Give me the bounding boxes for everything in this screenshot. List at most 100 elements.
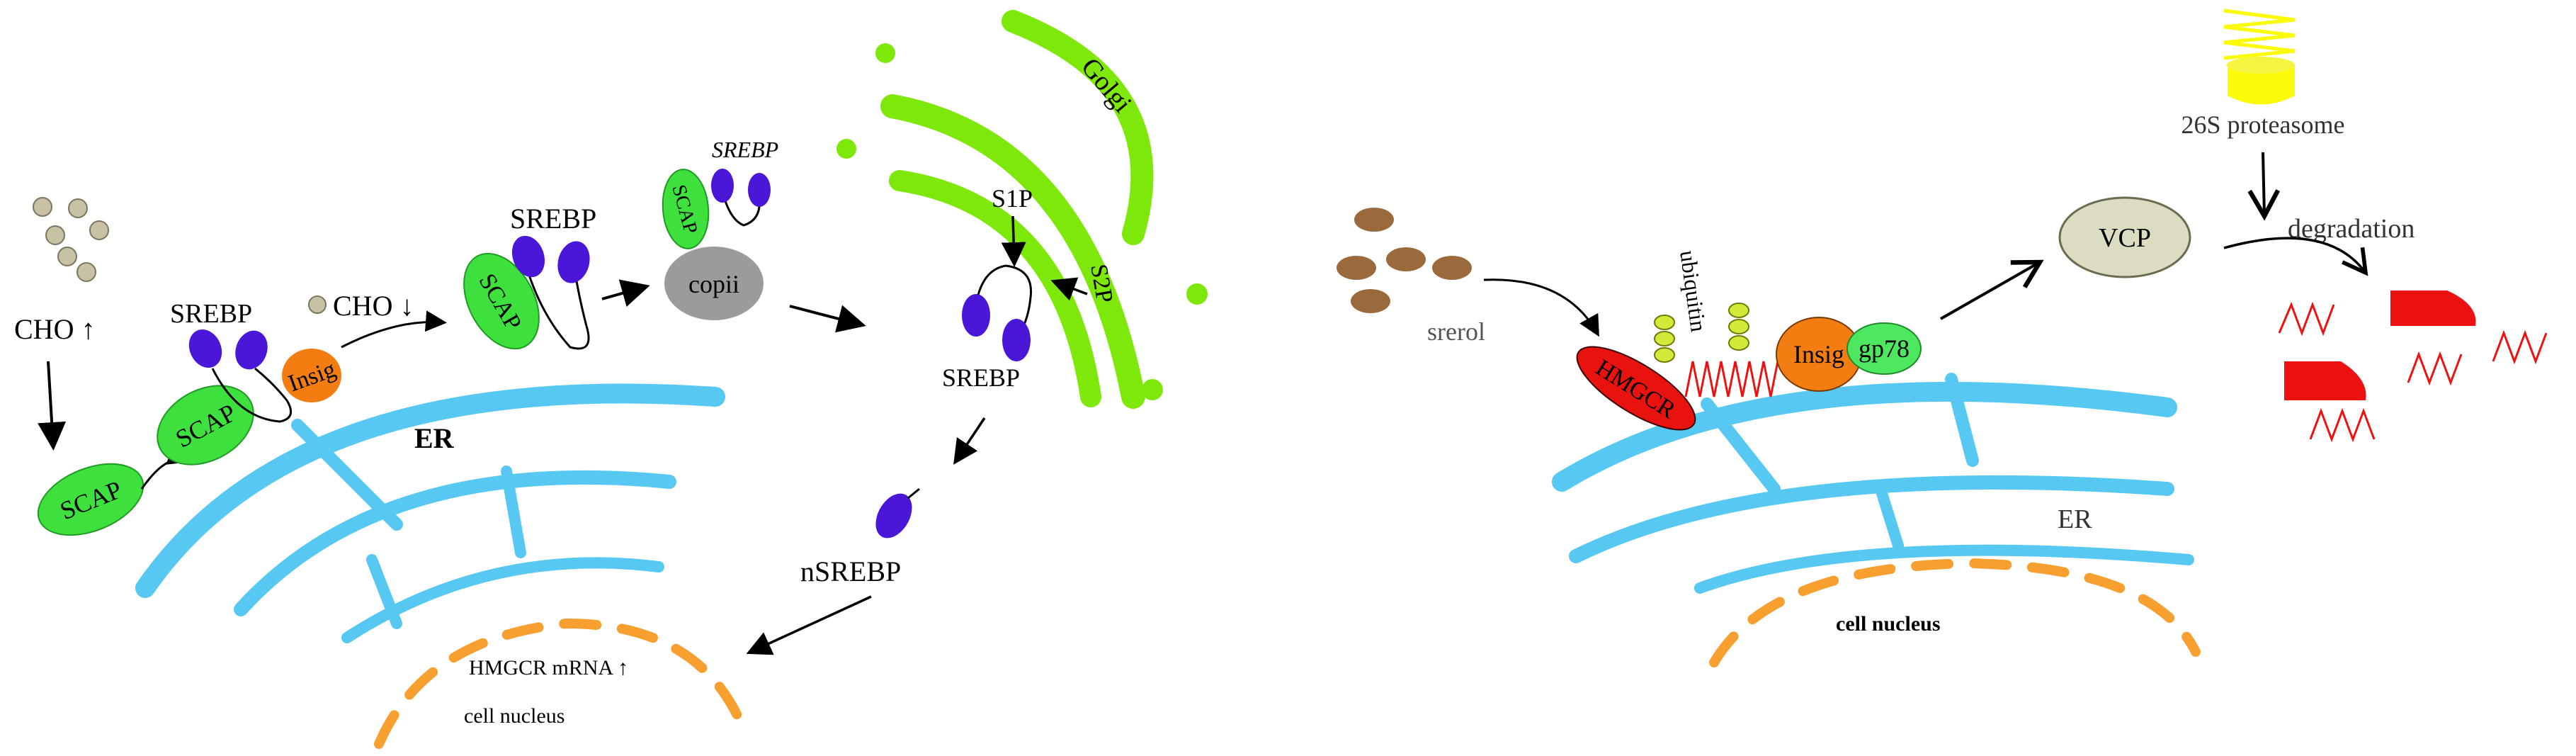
er-left xyxy=(135,383,725,643)
peptide-fragment xyxy=(2278,301,2335,337)
srebp-label: SREBP xyxy=(510,203,596,235)
arrow-sterol-to-hmgcr xyxy=(1483,278,1599,337)
srebp-domain xyxy=(188,329,222,368)
cholesterol-cluster xyxy=(33,197,109,282)
golgi-apparatus xyxy=(836,10,1208,409)
golgi-cisterna xyxy=(889,170,1101,407)
sterol-molecule xyxy=(1354,208,1394,232)
er-label-right: ER xyxy=(2058,504,2092,534)
vcp-protein xyxy=(2058,196,2191,278)
srebp-golgi: SREBP xyxy=(942,264,1033,392)
insig-label: Insig xyxy=(1793,340,1844,368)
sterol-label: srerol xyxy=(1427,317,1485,346)
vcp-label: VCP xyxy=(2099,223,2151,253)
proteasome-26s: 26S proteasome xyxy=(2181,9,2345,139)
er-middle-membrane xyxy=(1569,475,2174,563)
srebp-domain xyxy=(1002,319,1031,361)
cholesterol-molecule xyxy=(308,295,327,314)
peptide-fragment xyxy=(2407,351,2463,386)
srebp-domain xyxy=(748,173,771,207)
golgi-vesicle xyxy=(1186,283,1208,305)
arrow-to-vcp xyxy=(1940,259,2044,320)
ubiquitin-molecule xyxy=(1654,347,1675,363)
arrow-to-copii xyxy=(601,279,650,307)
ubiquitin-molecule xyxy=(1654,315,1675,330)
er-connector xyxy=(1875,483,1904,551)
nsrebp-tail xyxy=(907,487,920,500)
proteasome-top xyxy=(2227,57,2295,74)
arrow-proteasome-down xyxy=(2247,152,2281,221)
cholesterol-molecule xyxy=(76,262,96,282)
copii-label: copii xyxy=(688,270,739,298)
scap-protein xyxy=(662,169,710,249)
srebp-domain xyxy=(962,294,990,337)
copii-vesicle: copii SCAP SREBP xyxy=(662,137,778,320)
scap-srebp-released: SCAP SREBP xyxy=(463,203,596,350)
er-connector xyxy=(1945,373,1979,467)
hmgcr-protein xyxy=(1576,346,1696,431)
s1p-label: S1P xyxy=(992,184,1033,213)
er-outer-membrane xyxy=(1552,381,2177,492)
er-inner-membrane xyxy=(1694,544,2194,594)
ubiquitin-molecule xyxy=(1728,319,1749,334)
srebp-domain xyxy=(511,235,545,278)
nsrebp-label: nSREBP xyxy=(800,555,901,587)
arrow-scap-to-er xyxy=(140,444,190,490)
protein-fragment xyxy=(2390,290,2476,326)
cholesterol-molecule xyxy=(57,247,77,266)
cholesterol-molecule xyxy=(45,225,65,245)
s2p-label: S2P xyxy=(1085,262,1118,305)
golgi-vesicle xyxy=(1142,379,1163,400)
srebp-domain xyxy=(557,241,590,283)
srebp-loop xyxy=(211,367,293,423)
arrow-to-golgi xyxy=(789,305,866,333)
hmgcr-mrna-label: HMGCR mRNA ↑ xyxy=(469,656,628,679)
proteasome-label: 26S proteasome xyxy=(2181,111,2345,139)
cholesterol-molecule xyxy=(89,220,109,240)
scap-srebp-insig-complex: SCAP SREBP Insig xyxy=(157,299,341,466)
scap-protein xyxy=(37,463,144,536)
ubiquitin-molecules xyxy=(1654,303,1749,363)
er-connector xyxy=(291,419,403,531)
cholesterol-molecule xyxy=(33,197,52,217)
arrow-release xyxy=(341,310,447,349)
gp78-protein xyxy=(1846,322,1922,375)
nucleus-label-left: cell nucleus xyxy=(464,704,564,728)
er-connector xyxy=(1701,397,1781,495)
golgi-cisterna xyxy=(1002,10,1154,245)
sterol-molecule xyxy=(1432,256,1472,280)
er-label-left: ER xyxy=(414,422,455,454)
er-right xyxy=(1552,373,2194,594)
srebp-label: SREBP xyxy=(712,137,778,162)
er-connector xyxy=(501,466,526,558)
scap-protein xyxy=(463,252,540,350)
ubiquitin-molecule xyxy=(1654,331,1675,346)
arrow-degradation xyxy=(2223,237,2368,276)
sterol-molecule xyxy=(1386,247,1426,271)
nucleus-membrane-left xyxy=(374,618,749,749)
nsrebp-protein xyxy=(875,493,912,538)
scap-free: SCAP xyxy=(37,463,144,536)
cho-up-label: CHO ↑ xyxy=(14,313,95,345)
ubiquitin-chain-zigzag xyxy=(1684,361,1779,397)
srebp-loop xyxy=(976,264,1033,334)
arrow-down xyxy=(38,361,67,451)
copii-coat xyxy=(664,247,764,320)
golgi-cisterna xyxy=(880,94,1145,409)
er-inner-membrane xyxy=(341,557,664,643)
srebp-loop xyxy=(523,258,590,350)
proteasome-core xyxy=(2228,64,2295,105)
s1p-arrow xyxy=(1001,215,1026,267)
sterol-molecule xyxy=(1351,289,1390,313)
srebp-domain xyxy=(711,169,734,203)
arrow-to-nucleus xyxy=(746,595,872,655)
insig-protein xyxy=(282,349,341,402)
er-middle-membrane xyxy=(234,470,676,616)
cho-down-label: CHO ↓ xyxy=(333,290,414,322)
nucleus-membrane-right xyxy=(1709,558,2201,667)
er-connector xyxy=(366,554,402,629)
ubiquitin-molecule xyxy=(1728,303,1749,318)
scap-protein xyxy=(157,385,254,466)
